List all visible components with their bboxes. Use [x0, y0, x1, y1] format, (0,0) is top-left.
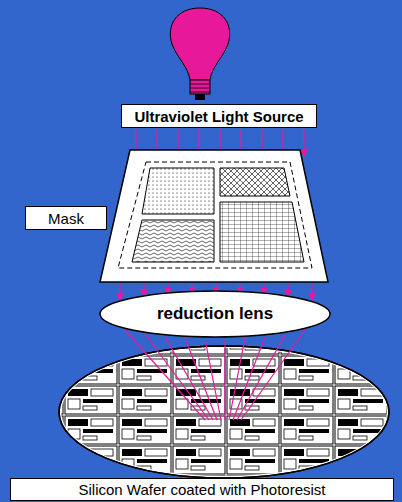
mask-plate: [100, 150, 328, 282]
label-text: Mask: [48, 210, 84, 227]
focused-rays: [125, 330, 305, 420]
label-text: Silicon Wafer coated with Photoresist: [78, 481, 325, 498]
mask-label-box: Mask: [25, 206, 107, 230]
reduction-lens: reduction lens: [99, 290, 331, 338]
wafer-label-box: Silicon Wafer coated with Photoresist: [10, 478, 394, 501]
source-label-box: Ultraviolet Light Source: [121, 104, 317, 128]
label-text: Ultraviolet Light Source: [134, 108, 303, 125]
light-bulb: [170, 8, 229, 100]
label-text: reduction lens: [157, 304, 273, 324]
